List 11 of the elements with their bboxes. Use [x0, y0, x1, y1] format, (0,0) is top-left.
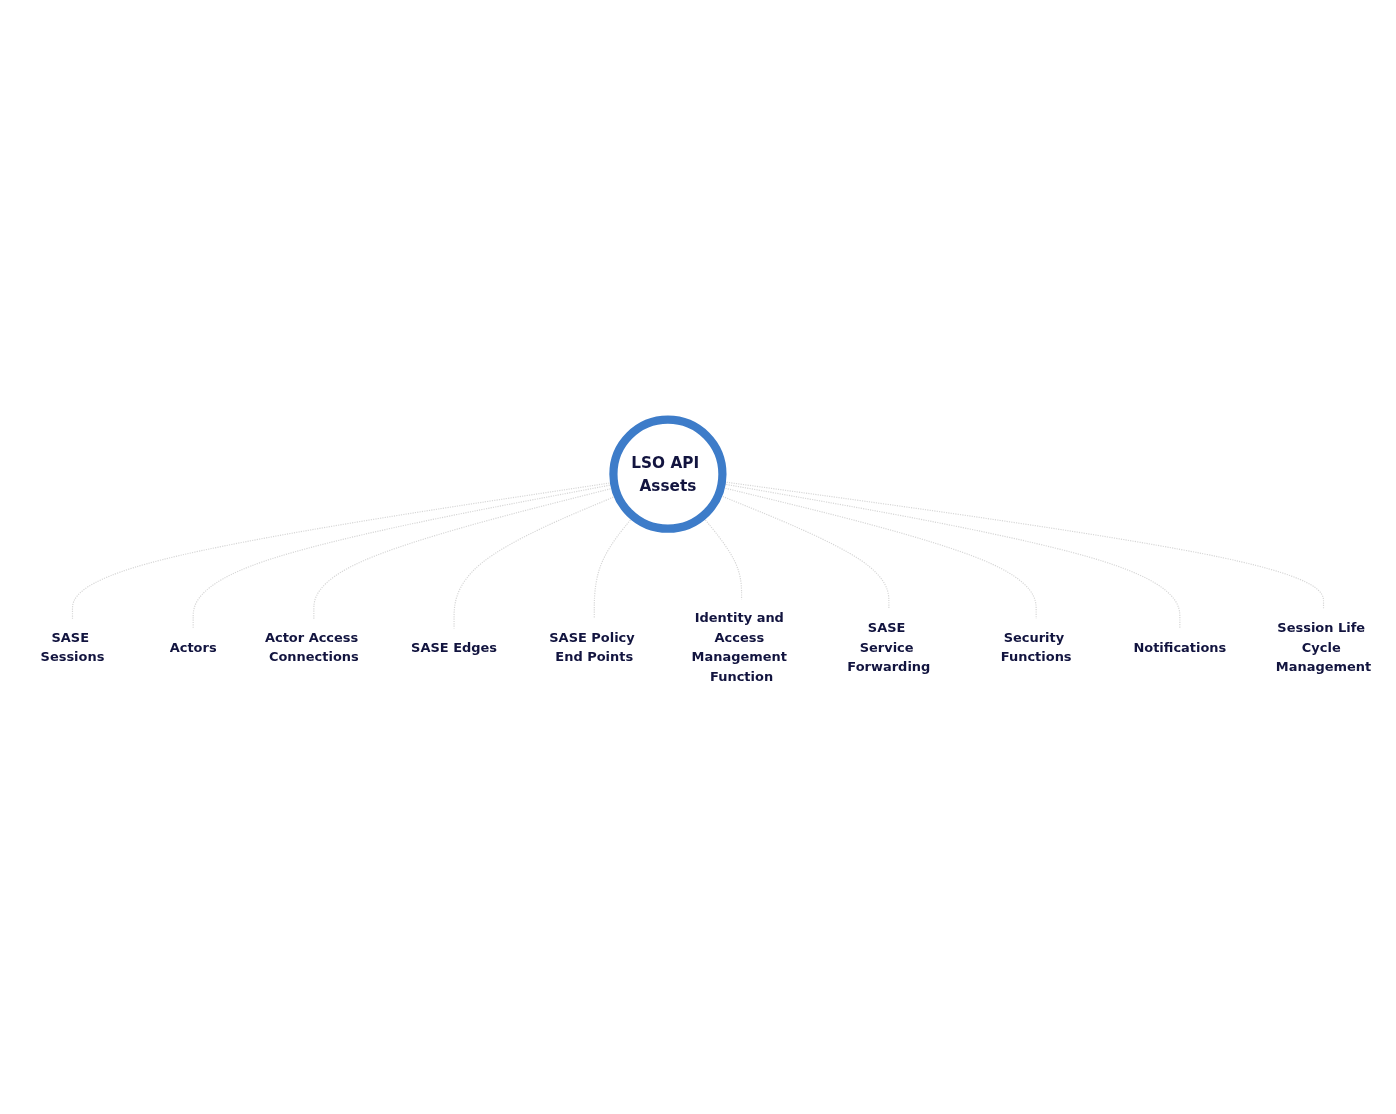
node-text: Actors — [169, 639, 217, 655]
node-text: SASE Service Forwarding — [847, 620, 931, 674]
node-text: SASE Sessions — [40, 629, 105, 664]
node-text: Identity and Access Management Function — [691, 610, 788, 684]
node-text: Session Life Cycle Management — [1275, 620, 1372, 674]
node-circle: LSO API Assets — [609, 415, 727, 533]
node-text: Notifications — [1133, 639, 1227, 655]
node-text: SASE Policy End Points — [549, 629, 635, 664]
node-text: Security Functions — [1000, 629, 1072, 664]
node-text: Actor Access Connections — [264, 629, 359, 664]
node-text: SASE Edges — [411, 639, 498, 655]
